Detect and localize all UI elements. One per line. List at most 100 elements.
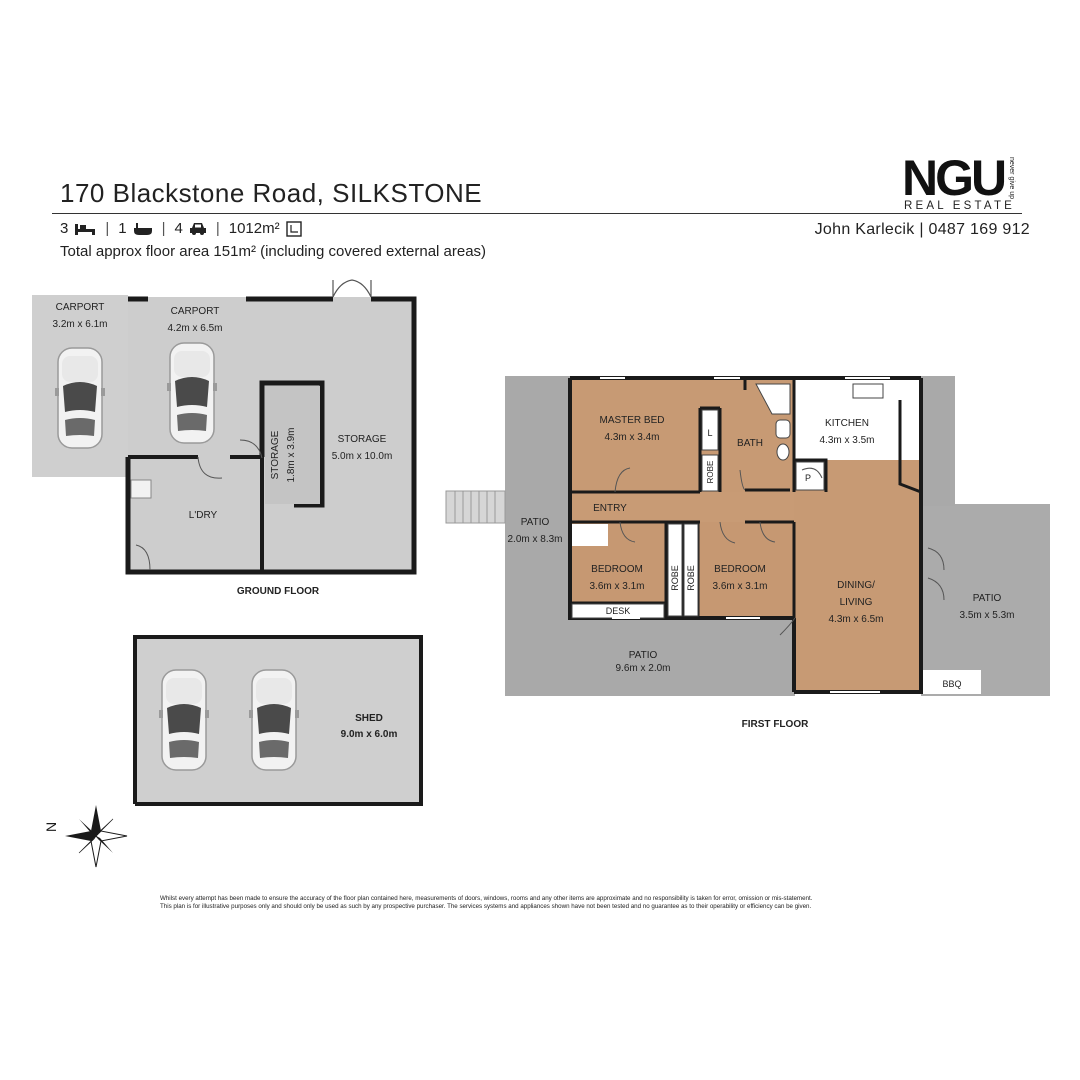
- stairs: [445, 490, 506, 524]
- stats-separator: |: [161, 220, 166, 237]
- car-carport-right: [166, 342, 218, 444]
- internal-walls-upper: [570, 378, 796, 494]
- room-size: 4.3m x 6.5m: [828, 614, 883, 625]
- room-size: 1.8m x 3.9m: [286, 427, 297, 482]
- shower: [755, 383, 791, 415]
- logo-subtitle: REAL ESTATE: [904, 200, 1016, 212]
- storage-door: [239, 439, 263, 459]
- linen-cupboard: [701, 409, 719, 451]
- room-name: CARPORT: [56, 302, 105, 313]
- robe-1: [667, 523, 683, 617]
- laundry-side-door: [135, 544, 151, 571]
- room-name: BEDROOM: [714, 564, 766, 575]
- compass-rose: N: [43, 805, 128, 868]
- toilet: [776, 443, 790, 461]
- disclaimer-line: This plan is for illustrative purposes o…: [160, 903, 812, 910]
- room-name: CARPORT: [171, 306, 220, 317]
- room-name: KITCHEN: [825, 418, 869, 429]
- room-name: STORAGE: [338, 434, 387, 445]
- room-name: ENTRY: [593, 503, 627, 514]
- land-size: 1012m²: [228, 220, 280, 237]
- room-name: SHED: [355, 713, 383, 724]
- entry-floor: [570, 492, 794, 522]
- car-carport-left: [54, 347, 106, 449]
- stats-separator: |: [215, 220, 220, 237]
- room-name: DINING/: [837, 580, 875, 591]
- room-size: 9.6m x 2.0m: [615, 663, 670, 674]
- room-name: BBQ: [942, 679, 961, 689]
- room-size: 2.0m x 8.3m: [507, 534, 562, 545]
- bbq-area: [921, 670, 981, 694]
- french-doors: [332, 279, 372, 298]
- room-name: ROBE: [670, 565, 680, 591]
- inner-storage-floor: [265, 386, 320, 504]
- agent-contact: John Karlecik | 0487 169 912: [814, 221, 1030, 238]
- room-name: BEDROOM: [591, 564, 643, 575]
- robe-2: [683, 523, 699, 617]
- room-name: MASTER BED: [599, 415, 664, 426]
- room-size: 4.2m x 6.5m: [167, 323, 222, 334]
- first-floor-plan: MASTER BED 4.3m x 3.4m BATH L ROBE KITCH…: [445, 376, 1050, 730]
- disclaimer: Whilst every attempt has been made to en…: [160, 895, 930, 911]
- inner-storage-walls: [259, 380, 325, 508]
- laundry-tub: [130, 479, 152, 499]
- land-area-icon: [285, 220, 302, 237]
- disclaimer-line: Whilst every attempt has been made to en…: [160, 895, 813, 902]
- property-stats: 3 | 1 | 4 | 1012m²: [60, 220, 302, 237]
- ground-floor-walls: [125, 296, 417, 575]
- bath-icon: [133, 222, 152, 235]
- shed-walls: [133, 635, 423, 806]
- living-floor: [794, 492, 920, 692]
- logo-brand: NGU: [902, 150, 1007, 206]
- room-size: 3.2m x 6.1m: [52, 319, 107, 330]
- bench: [572, 524, 608, 546]
- room-size: 3.6m x 3.1m: [712, 581, 767, 592]
- bed-icon: [75, 223, 96, 235]
- room-name: L'DRY: [189, 510, 218, 521]
- door-swings: [614, 467, 945, 636]
- room-size: 3.5m x 5.3m: [959, 610, 1014, 621]
- car-shed-left: [158, 669, 210, 771]
- windows: [600, 377, 890, 693]
- car-shed-right: [248, 669, 300, 771]
- laundry-door: [197, 456, 223, 479]
- room-size: 9.0m x 6.0m: [341, 729, 398, 740]
- room-name: LIVING: [840, 597, 873, 608]
- car-icon: [189, 222, 206, 235]
- header-divider: [52, 213, 1022, 214]
- pantry: [795, 461, 825, 491]
- patio-deck-right: [921, 504, 1050, 696]
- room-size: 4.3m x 3.4m: [604, 432, 659, 443]
- first-floor-label: FIRST FLOOR: [742, 719, 809, 730]
- shed-plan: SHED 9.0m x 6.0m: [133, 635, 423, 806]
- room-name: ROBE: [706, 461, 715, 484]
- total-floor-area: Total approx floor area 151m² (including…: [60, 243, 487, 260]
- patio-deck-top-right: [921, 376, 955, 506]
- room-size: 4.3m x 3.5m: [819, 435, 874, 446]
- ground-floor-label: GROUND FLOOR: [237, 586, 320, 597]
- agency-logo: NGU REAL ESTATE never give up: [902, 150, 1022, 215]
- room-size: 5.0m x 10.0m: [332, 451, 393, 462]
- room-name: BATH: [737, 438, 763, 449]
- room-size: 3.6m x 3.1m: [589, 581, 644, 592]
- bed-count: 3: [60, 220, 69, 237]
- room-name: STORAGE: [270, 430, 281, 479]
- kitchen-sink: [852, 383, 884, 399]
- vanity: [775, 419, 791, 439]
- ground-floor-plan: CARPORT 3.2m x 6.1m CARPORT 4.2m x 6.5m …: [32, 279, 417, 597]
- room-name: PATIO: [973, 593, 1002, 604]
- room-name: PATIO: [521, 517, 550, 528]
- kitchen-walls: [794, 400, 922, 494]
- patio-deck-bottom: [505, 618, 795, 696]
- room-name: ROBE: [686, 565, 696, 591]
- bath-count: 1: [118, 220, 127, 237]
- room-name: P: [805, 473, 811, 483]
- logo-tagline: never give up: [1008, 157, 1015, 200]
- car-count: 4: [174, 220, 183, 237]
- robe-cupboard: [701, 454, 719, 492]
- room-name: L: [707, 428, 712, 438]
- property-address: 170 Blackstone Road, SILKSTONE: [60, 178, 483, 208]
- room-name: DESK: [606, 606, 631, 616]
- room-name: PATIO: [629, 650, 658, 661]
